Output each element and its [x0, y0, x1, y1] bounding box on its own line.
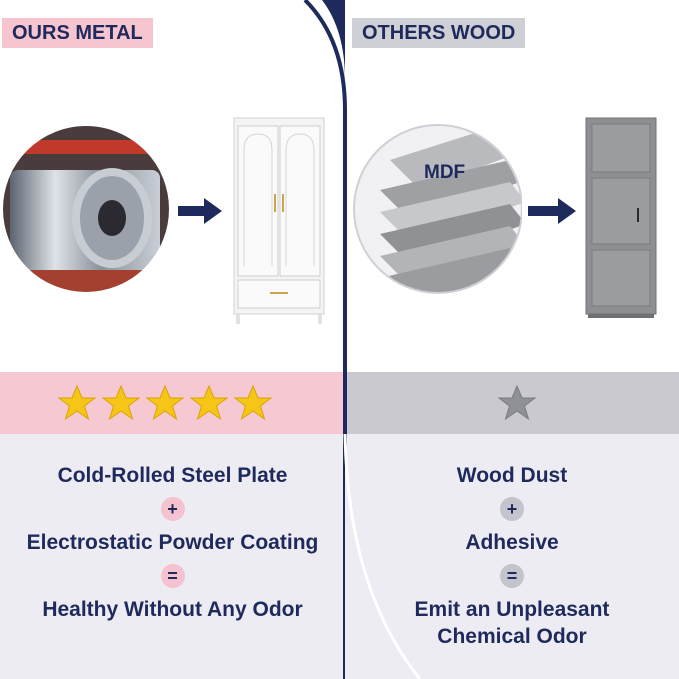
formula-panel-left — [0, 434, 345, 679]
formula-result: Emit an Unpleasant Chemical Odor — [414, 598, 610, 648]
mdf-label: MDF — [424, 162, 466, 183]
arrow-right-icon — [178, 198, 222, 224]
plus-icon: + — [160, 497, 185, 521]
formula-item: Adhesive — [465, 531, 559, 554]
star-icon — [190, 385, 228, 421]
metal-formula: Cold-Rolled Steel Plate + Electrostatic … — [0, 462, 345, 623]
wood-formula: Wood Dust + Adhesive = Emit an Unpleasan… — [345, 462, 679, 650]
formula-item: Electrostatic Powder Coating — [26, 531, 319, 554]
metal-wardrobe-image — [233, 117, 325, 324]
ours-metal-tag: OURS METAL — [2, 18, 153, 48]
star-icon — [498, 385, 536, 421]
rating-stars-left — [58, 381, 272, 425]
wood-cabinet-image — [585, 117, 657, 318]
rating-stars-right — [498, 381, 536, 425]
mdf-board-image — [353, 124, 522, 294]
arrow-right-icon — [528, 198, 576, 224]
star-icon — [146, 385, 184, 421]
plus-icon: + — [500, 497, 524, 521]
star-icon — [58, 385, 96, 421]
equals-icon: = — [500, 564, 524, 588]
formula-item: Wood Dust — [456, 464, 568, 487]
others-wood-tag: OTHERS WOOD — [352, 18, 526, 48]
star-icon — [102, 385, 140, 421]
equals-icon: = — [160, 564, 185, 588]
formula-result: Healthy Without Any Odor — [42, 598, 303, 621]
steel-coil-image — [1, 124, 171, 294]
star-icon — [234, 385, 272, 421]
formula-item: Cold-Rolled Steel Plate — [57, 464, 288, 487]
